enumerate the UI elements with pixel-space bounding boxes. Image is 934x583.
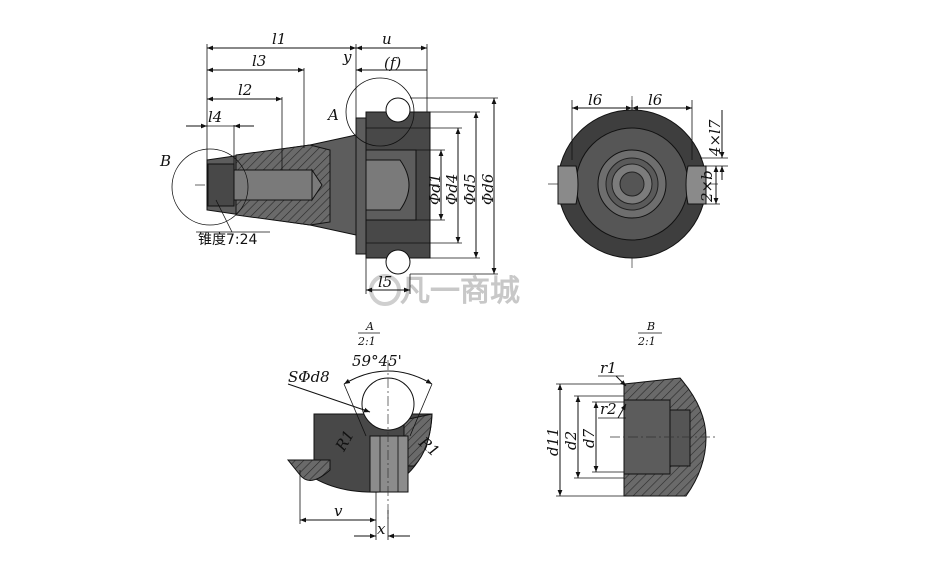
dim-l3: l3 bbox=[252, 52, 266, 70]
watermark-text: 凡一商城 bbox=[400, 274, 520, 309]
dim-y: y bbox=[342, 48, 352, 66]
dim-4xl7: 4×l7 bbox=[706, 119, 724, 157]
detail-b-view: B 2:1 d11 d2 d7 r1 r2 bbox=[544, 320, 716, 497]
dim-d2: d2 bbox=[562, 431, 580, 450]
dim-sd8: SΦd8 bbox=[288, 368, 330, 386]
end-slot-left bbox=[557, 165, 579, 205]
dim-l1: l1 bbox=[272, 30, 286, 48]
dim-angle: 59°45' bbox=[352, 352, 402, 370]
dim-f: (f) bbox=[384, 54, 401, 72]
dim-r1: r1 bbox=[600, 359, 617, 377]
main-side-view: A B l1 l3 l2 l4 u y (f) bbox=[159, 30, 498, 294]
detail-b-title: B bbox=[646, 320, 655, 333]
detail-b-circle bbox=[171, 148, 249, 226]
dim-l6-left: l6 bbox=[588, 91, 603, 109]
dim-l2: l2 bbox=[238, 81, 252, 99]
dim-x: x bbox=[377, 520, 386, 538]
detail-b-marker: B bbox=[159, 152, 171, 170]
dim-l6-right: l6 bbox=[648, 91, 663, 109]
detail-b-scale: 2:1 bbox=[637, 335, 656, 348]
dim-d4: Φd4 bbox=[443, 174, 461, 205]
dim-2xb: 2×b bbox=[698, 170, 716, 203]
dim-d6: Φd6 bbox=[479, 173, 497, 205]
detail-a-scale: 2:1 bbox=[357, 335, 376, 348]
dim-l4: l4 bbox=[208, 108, 222, 126]
drive-slot bbox=[365, 159, 410, 211]
dim-d1: Φd1 bbox=[426, 174, 444, 205]
dim-v: v bbox=[334, 502, 343, 520]
detail-a-title: A bbox=[365, 320, 374, 333]
dim-u: u bbox=[382, 30, 392, 48]
flange-neck bbox=[355, 117, 367, 255]
detail-a-circle bbox=[345, 77, 415, 147]
dim-d5: Φd5 bbox=[461, 174, 479, 205]
taper-note: 锥度7:24 bbox=[198, 232, 258, 248]
watermark: 凡一商城 bbox=[369, 274, 520, 309]
detail-a-view: A 2:1 59°45' SΦd8 R1 R1 v x bbox=[286, 320, 443, 540]
dim-r2: r2 bbox=[600, 400, 617, 418]
dim-d11: d11 bbox=[544, 427, 562, 456]
dim-d7: d7 bbox=[580, 428, 598, 448]
end-view: l6 l6 4×l7 2×b bbox=[548, 91, 728, 270]
end-slot-right bbox=[685, 165, 707, 205]
detail-a-marker: A bbox=[326, 106, 339, 124]
dim-l5: l5 bbox=[378, 273, 392, 291]
thread-bore bbox=[207, 163, 235, 207]
